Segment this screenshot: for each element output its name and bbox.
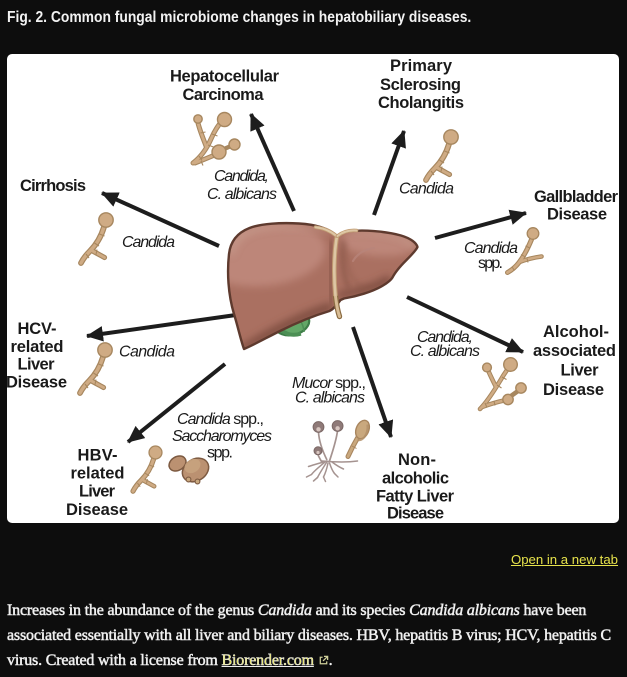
svg-text:Candida: Candida [119, 344, 175, 361]
svg-text:Candida: Candida [399, 181, 454, 198]
svg-text:Alcohol-: Alcohol- [543, 323, 609, 341]
svg-text:related: related [71, 465, 125, 483]
svg-text:associated: associated [533, 342, 616, 360]
svg-text:Fatty Liver: Fatty Liver [376, 488, 455, 506]
svg-text:Candida,: Candida, [417, 329, 473, 346]
svg-text:Disease: Disease [66, 501, 128, 519]
svg-text:Hepatocellular: Hepatocellular [170, 68, 280, 86]
svg-text:Disease: Disease [7, 374, 67, 392]
svg-text:HBV-: HBV- [78, 447, 118, 465]
svg-text:Sclerosing: Sclerosing [380, 76, 461, 94]
svg-text:Disease: Disease [387, 505, 444, 523]
svg-text:Liver: Liver [18, 356, 56, 374]
svg-text:HCV-: HCV- [18, 320, 57, 338]
svg-text:Cholangitis: Cholangitis [378, 94, 464, 112]
svg-text:C. albicans: C. albicans [207, 186, 277, 203]
svg-text:Primary: Primary [390, 57, 453, 75]
svg-text:Carcinoma: Carcinoma [183, 86, 265, 104]
svg-text:related: related [11, 338, 64, 356]
svg-text:C. albicans: C. albicans [295, 390, 365, 407]
svg-text:C. albicans: C. albicans [410, 343, 480, 360]
svg-text:Gallbladder: Gallbladder [534, 188, 619, 206]
svg-text:Saccharomyces: Saccharomyces [172, 428, 272, 445]
svg-text:Liver: Liver [561, 362, 600, 380]
svg-text:spp.: spp. [478, 255, 503, 272]
svg-text:Liver: Liver [79, 483, 116, 501]
svg-text:Mucor spp.,: Mucor spp., [292, 375, 366, 392]
svg-text:Candida: Candida [122, 234, 175, 251]
svg-text:Disease: Disease [543, 381, 604, 399]
svg-text:Candida spp.,: Candida spp., [177, 411, 264, 428]
svg-text:Disease: Disease [547, 206, 607, 224]
svg-text:alcoholic: alcoholic [382, 470, 449, 488]
svg-text:Candida: Candida [464, 240, 518, 257]
svg-text:Cirrhosis: Cirrhosis [20, 177, 86, 195]
svg-text:Candida,: Candida, [214, 168, 269, 185]
svg-text:spp.: spp. [207, 445, 233, 462]
svg-text:Non-: Non- [398, 451, 436, 469]
